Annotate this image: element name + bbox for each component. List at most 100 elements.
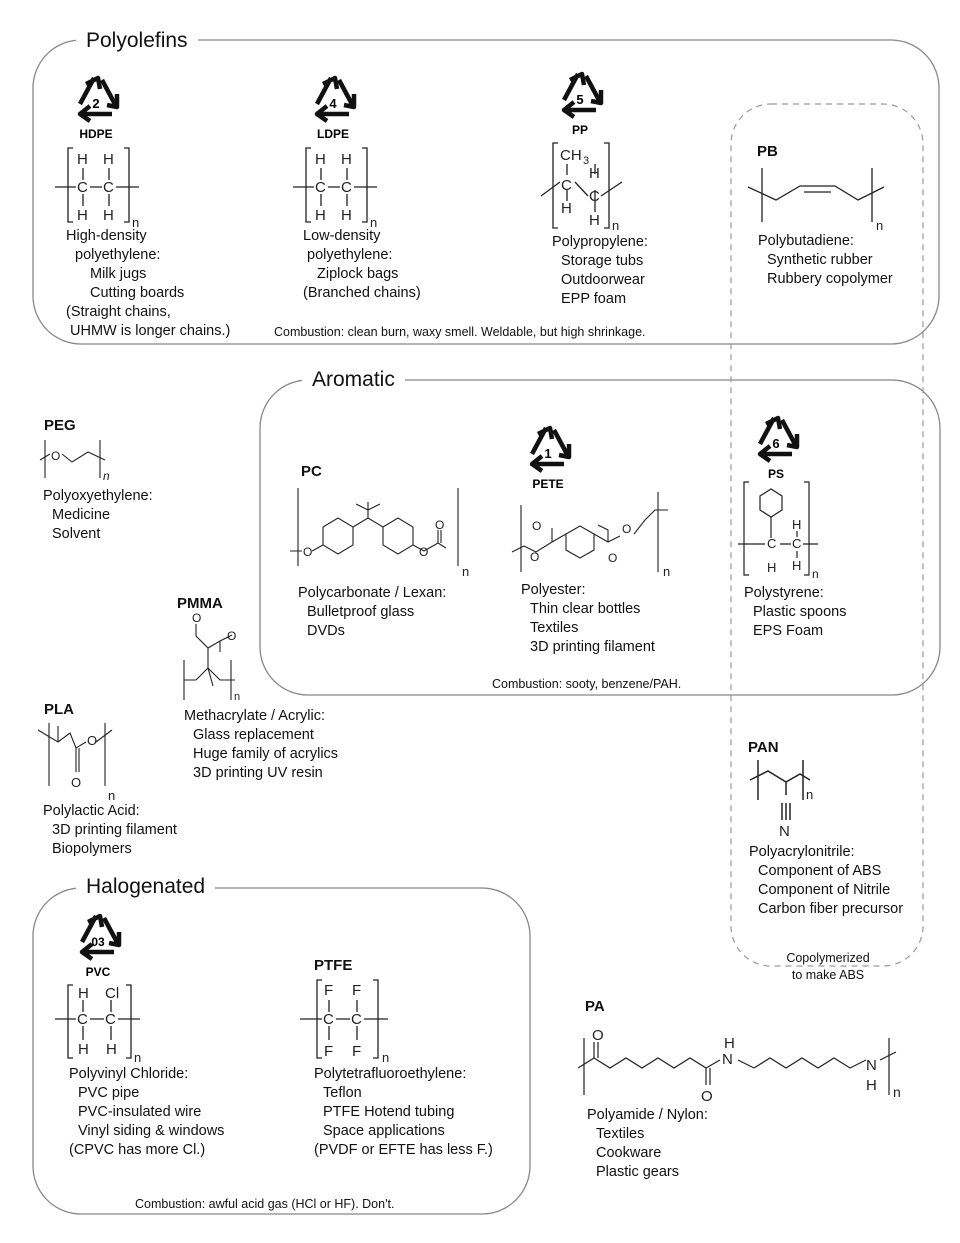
svg-text:n: n — [132, 215, 139, 230]
svg-text:C: C — [323, 1011, 334, 1028]
svg-text:O: O — [419, 545, 428, 559]
ptfe-abbr: PTFE — [314, 957, 353, 974]
svg-text:H: H — [561, 200, 572, 217]
svg-text:H: H — [792, 558, 801, 573]
ldpe-recycle-icon: 4 LDPE — [317, 78, 354, 141]
pp-description: Polypropylene: Storage tubs Outdoorwear … — [552, 234, 648, 307]
pc-abbr: PC — [301, 463, 322, 480]
svg-text:O: O — [192, 611, 201, 625]
ldpe-description: Low-density polyethylene: Ziplock bags (… — [303, 228, 421, 301]
svg-text:Cl: Cl — [105, 985, 119, 1002]
svg-text:H: H — [103, 151, 114, 168]
pb-description: Polybutadiene: Synthetic rubber Rubbery … — [758, 233, 893, 287]
svg-text:PP: PP — [572, 123, 588, 137]
halogenated-title: Halogenated — [76, 876, 216, 897]
svg-text:H: H — [792, 517, 801, 532]
svg-text:O: O — [51, 449, 60, 463]
svg-text:C: C — [792, 536, 801, 551]
svg-text:H: H — [866, 1077, 877, 1094]
pc-description: Polycarbonate / Lexan: Bulletproof glass… — [298, 585, 447, 639]
svg-text:O: O — [303, 545, 312, 559]
svg-text:C: C — [77, 179, 88, 196]
svg-text:3: 3 — [583, 155, 589, 167]
svg-text:C: C — [767, 536, 776, 551]
svg-text:H: H — [78, 1041, 89, 1058]
pan-abbr: PAN — [748, 739, 779, 756]
peg-description: Polyoxyethylene: Medicine Solvent — [43, 488, 153, 542]
svg-text:5: 5 — [576, 92, 583, 107]
ps-structure: C H H C H n — [738, 481, 819, 581]
svg-text:03: 03 — [91, 935, 105, 949]
pla-abbr: PLA — [44, 701, 74, 718]
svg-text:N: N — [866, 1057, 877, 1074]
pvc-recycle-icon: 03 PVC — [82, 916, 119, 979]
svg-text:H: H — [589, 212, 600, 229]
svg-text:C: C — [341, 179, 352, 196]
svg-text:n: n — [893, 1084, 901, 1100]
svg-text:n: n — [382, 1050, 389, 1065]
svg-text:O: O — [227, 629, 236, 643]
svg-text:C: C — [105, 1011, 116, 1028]
pb-structure: n — [747, 168, 885, 233]
pete-recycle-icon: 1 PETE — [532, 428, 569, 491]
svg-text:H: H — [77, 207, 88, 224]
aromatic-box — [259, 379, 941, 696]
svg-text:PVC: PVC — [86, 965, 111, 979]
svg-text:H: H — [77, 151, 88, 168]
svg-text:H: H — [315, 207, 326, 224]
svg-text:C: C — [103, 179, 114, 196]
pla-description: Polylactic Acid: 3D printing filament Bi… — [43, 803, 177, 857]
svg-text:n: n — [612, 218, 619, 233]
svg-text:F: F — [352, 1043, 361, 1060]
svg-text:H: H — [106, 1041, 117, 1058]
pb-abbr: PB — [757, 143, 778, 160]
abs-copolymer-box — [730, 103, 924, 967]
peg-abbr: PEG — [44, 417, 76, 434]
svg-text:H: H — [767, 560, 776, 575]
halogenated-combustion-note: Combustion: awful acid gas (HCl or HF). … — [135, 1197, 395, 1211]
svg-text:n: n — [462, 564, 469, 579]
aromatic-title: Aromatic — [302, 369, 405, 390]
svg-text:N: N — [779, 823, 790, 840]
pc-structure: O O O n — [290, 488, 469, 579]
abs-copolymer-note: Copolymerized to make ABS — [786, 951, 870, 982]
pa-structure: O O N H N H n — [577, 1027, 901, 1105]
svg-text:n: n — [806, 787, 813, 802]
pete-structure: O O O O n — [511, 492, 670, 579]
ps-recycle-icon: 6 PS — [760, 418, 797, 481]
svg-text:C: C — [315, 179, 326, 196]
svg-text:LDPE: LDPE — [317, 127, 349, 141]
svg-text:O: O — [530, 550, 539, 564]
polyolefins-combustion-note: Combustion: clean burn, waxy smell. Weld… — [274, 325, 646, 339]
svg-text:H: H — [589, 165, 600, 182]
svg-text:PETE: PETE — [532, 477, 563, 491]
pla-structure: O O n — [37, 723, 115, 803]
svg-text:N: N — [722, 1051, 733, 1068]
svg-text:CH: CH — [560, 147, 582, 164]
svg-text:4: 4 — [329, 96, 337, 111]
svg-text:H: H — [341, 207, 352, 224]
polyolefins-box — [32, 39, 940, 345]
svg-text:n: n — [876, 218, 883, 233]
svg-text:C: C — [589, 188, 600, 205]
peg-structure: O n — [39, 440, 110, 483]
pmma-description: Methacrylate / Acrylic: Glass replacemen… — [184, 708, 339, 781]
pp-recycle-icon: 5 PP — [564, 74, 601, 137]
aromatic-combustion-note: Combustion: sooty, benzene/PAH. — [492, 677, 682, 691]
hdpe-description: High-density polyethylene: Milk jugs Cut… — [66, 228, 231, 339]
svg-text:PS: PS — [768, 467, 784, 481]
svg-text:F: F — [352, 982, 361, 999]
svg-text:C: C — [561, 177, 572, 194]
svg-text:2: 2 — [92, 96, 99, 111]
svg-text:n: n — [134, 1050, 141, 1065]
pvc-description: Polyvinyl Chloride: PVC pipe PVC-insulat… — [69, 1066, 225, 1158]
svg-text:O: O — [435, 518, 444, 532]
svg-text:n: n — [103, 469, 110, 483]
svg-text:O: O — [622, 522, 631, 536]
